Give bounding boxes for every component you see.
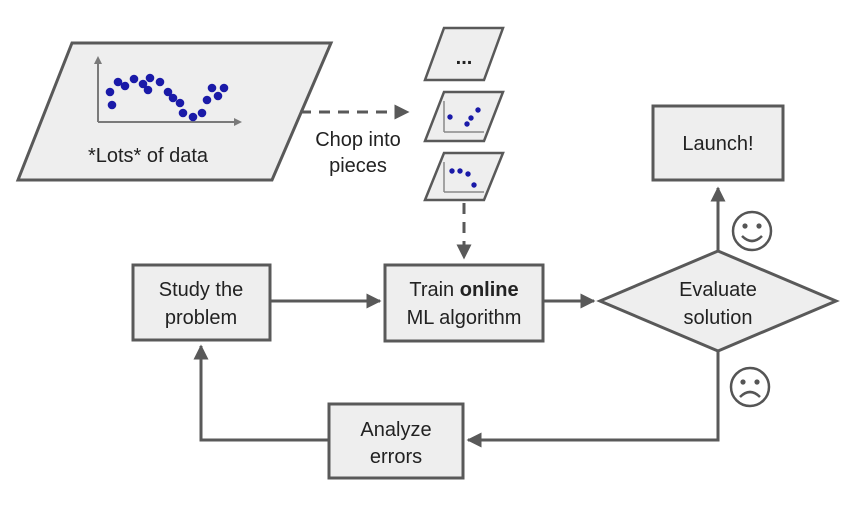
data-point: [471, 182, 477, 188]
piece-chunk-2: [423, 151, 505, 202]
chop-label-line2: pieces: [329, 155, 387, 177]
analyze-label-line2: errors: [370, 446, 422, 468]
data-point: [447, 114, 453, 120]
data-point: [197, 108, 207, 118]
data-point: [464, 121, 470, 127]
train-online-box: Train online ML algorithm: [383, 263, 545, 343]
study-label-line2: problem: [165, 307, 237, 329]
data-points: [105, 73, 229, 122]
data-point: [202, 95, 212, 105]
data-point: [449, 168, 455, 174]
data-point: [163, 87, 173, 97]
data-point: [468, 115, 474, 121]
data-scatter-plot: [94, 56, 242, 126]
data-point: [207, 83, 217, 93]
data-point: [129, 74, 139, 84]
data-point: [465, 171, 471, 177]
data-point: [143, 85, 153, 95]
data-point: [457, 168, 463, 174]
sad-face-icon: [729, 366, 771, 408]
chop-label-line1: Chop into: [315, 129, 401, 151]
lots-of-data-label: *Lots* of data: [88, 145, 209, 167]
evaluate-label-line1: Evaluate: [679, 279, 757, 301]
piece-chunk-1: [423, 90, 505, 143]
piece-data-points: [449, 168, 477, 188]
train-label-line2: ML algorithm: [407, 307, 522, 329]
data-point: [219, 83, 229, 93]
analyze-to-study-arrow: [193, 344, 329, 442]
data-point: [138, 79, 148, 89]
data-point: [105, 87, 115, 97]
lots-of-data-box: *Lots* of data: [15, 41, 334, 182]
train-label-bold: online: [460, 279, 519, 301]
analyze-label-line1: Analyze: [360, 419, 431, 441]
ellipsis-label: ...: [456, 47, 473, 69]
data-point: [145, 73, 155, 83]
data-point: [178, 108, 188, 118]
data-point: [120, 81, 130, 91]
happy-face-icon: [731, 210, 773, 252]
train-label-line1: Train online: [409, 279, 518, 301]
analyze-errors-box: Analyze errors: [327, 402, 465, 480]
evaluate-solution-diamond: Evaluate solution: [596, 249, 840, 353]
evaluate-to-analyze-arrow: [466, 351, 720, 448]
piece-data-points: [447, 107, 481, 127]
data-point: [113, 77, 123, 87]
study-label-line1: Study the: [159, 279, 244, 301]
data-point: [168, 93, 178, 103]
train-label-prefix: Train: [409, 279, 459, 301]
launch-box: Launch!: [651, 104, 785, 182]
study-problem-box: Study the problem: [131, 263, 272, 342]
data-point: [475, 107, 481, 113]
data-point: [213, 91, 223, 101]
data-point: [188, 112, 198, 122]
data-point: [107, 100, 117, 110]
evaluate-label-line2: solution: [684, 307, 753, 329]
data-point: [175, 98, 185, 108]
data-point: [155, 77, 165, 87]
piece-ellipsis: ...: [423, 26, 505, 82]
launch-label: Launch!: [682, 133, 753, 155]
